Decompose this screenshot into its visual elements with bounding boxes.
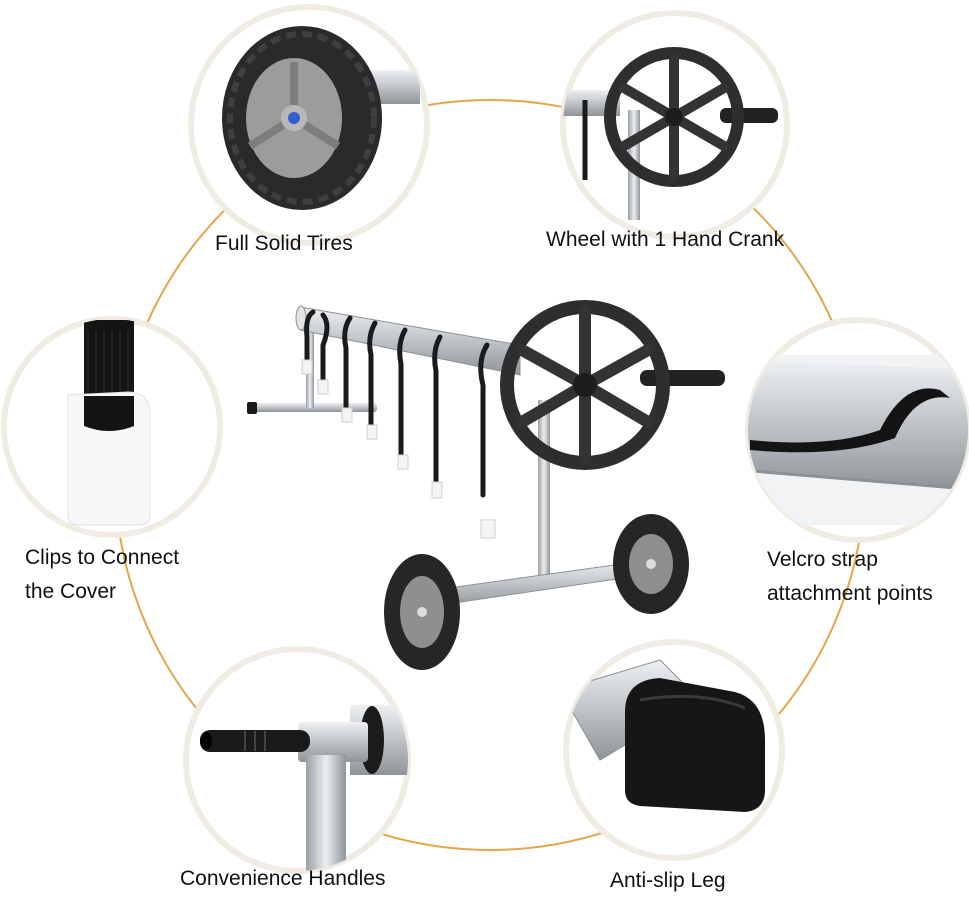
- feature-circle-tires: [188, 4, 430, 246]
- label-handles: Convenience Handles: [180, 867, 386, 890]
- feature-circle-clips: [1, 316, 223, 538]
- feature-circle-crank: [560, 10, 790, 240]
- feature-circle-velcro: [745, 317, 969, 543]
- feature-circle-handles: [183, 646, 411, 874]
- label-tires: Full Solid Tires: [215, 232, 353, 255]
- label-clips: Clips to Connect the Cover: [25, 546, 180, 603]
- feature-circle-leg: [563, 639, 785, 861]
- label-leg: Anti-slip Leg: [610, 869, 726, 892]
- label-crank: Wheel with 1 Hand Crank: [546, 228, 785, 251]
- pool-cover-reel: [247, 300, 725, 670]
- label-velcro: Velcro strap attachment points: [767, 548, 933, 605]
